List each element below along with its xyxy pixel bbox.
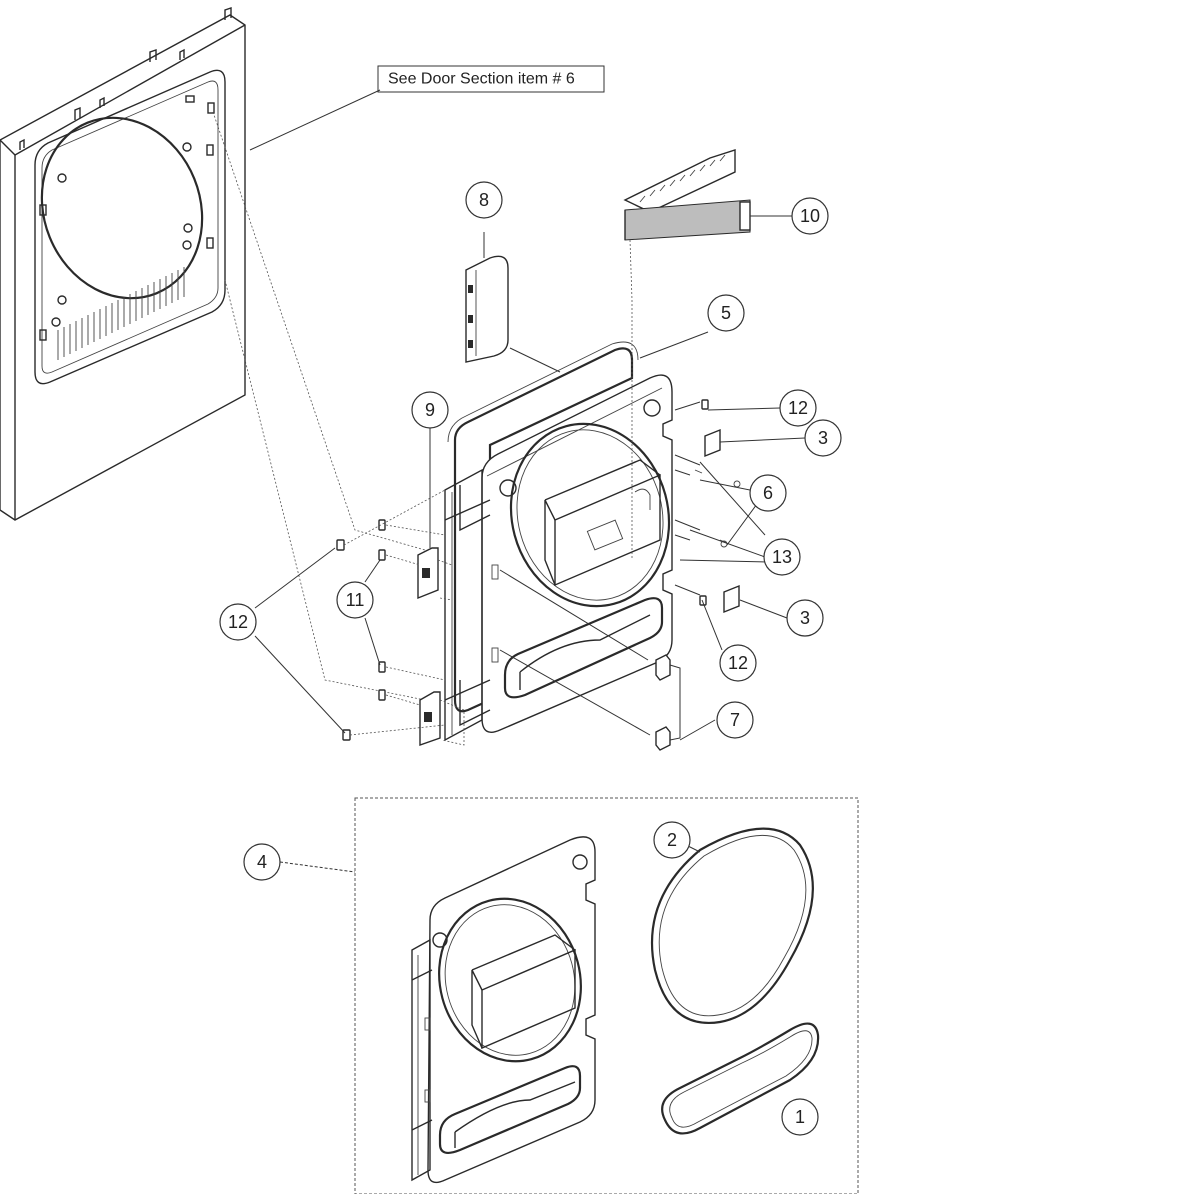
subassembly-box	[279, 797, 859, 1194]
balloon-12-right-top: 12	[779, 389, 817, 427]
balloon-9: 9	[411, 391, 449, 429]
svg-text:12: 12	[788, 398, 808, 418]
balloon-1: 1	[781, 1098, 819, 1136]
svg-text:13: 13	[772, 547, 792, 567]
svg-text:5: 5	[721, 303, 731, 323]
part-10-filter	[623, 149, 792, 560]
door-panel-drawing	[0, 7, 246, 521]
svg-text:4: 4	[257, 852, 267, 872]
svg-text:8: 8	[479, 190, 489, 210]
part-1-gasket	[661, 1022, 820, 1135]
balloon-7: 7	[716, 701, 754, 739]
balloon-2: 2	[653, 821, 691, 859]
balloon-3-top: 3	[804, 419, 842, 457]
svg-text:12: 12	[728, 653, 748, 673]
subassembly-frame-drawing	[411, 836, 596, 1184]
inner-door-drawing	[444, 341, 701, 742]
svg-text:3: 3	[818, 428, 828, 448]
part-2-ring	[650, 827, 814, 1024]
balloon-3-bottom: 3	[786, 599, 824, 637]
svg-text:3: 3	[800, 608, 810, 628]
leader-lines	[254, 331, 806, 741]
balloon-4: 4	[243, 843, 281, 881]
balloon-5: 5	[707, 294, 745, 332]
svg-text:10: 10	[800, 206, 820, 226]
screws	[336, 399, 709, 741]
part-8-bracket	[465, 232, 561, 373]
svg-text:11: 11	[346, 590, 365, 610]
part-3-clips	[704, 428, 740, 614]
hinge-upper	[417, 424, 453, 601]
balloon-11: 11	[336, 581, 374, 619]
svg-text:7: 7	[730, 710, 740, 730]
balloon-12-right-bottom: 12	[719, 644, 757, 682]
part-7-feet	[655, 654, 681, 751]
door-section-callout: See Door Section item # 6	[249, 65, 605, 151]
svg-text:12: 12	[228, 612, 248, 632]
balloon-8: 8	[465, 181, 503, 219]
svg-text:9: 9	[425, 400, 435, 420]
svg-text:1: 1	[795, 1107, 805, 1127]
balloon-10: 10	[791, 197, 829, 235]
hinge-lower	[419, 691, 465, 746]
callout-note-text: See Door Section item # 6	[388, 71, 575, 88]
balloon-12-left: 12	[219, 603, 257, 641]
balloon-6: 6	[749, 474, 787, 512]
balloon-13: 13	[763, 538, 801, 576]
svg-text:2: 2	[667, 830, 677, 850]
svg-text:6: 6	[763, 483, 773, 503]
